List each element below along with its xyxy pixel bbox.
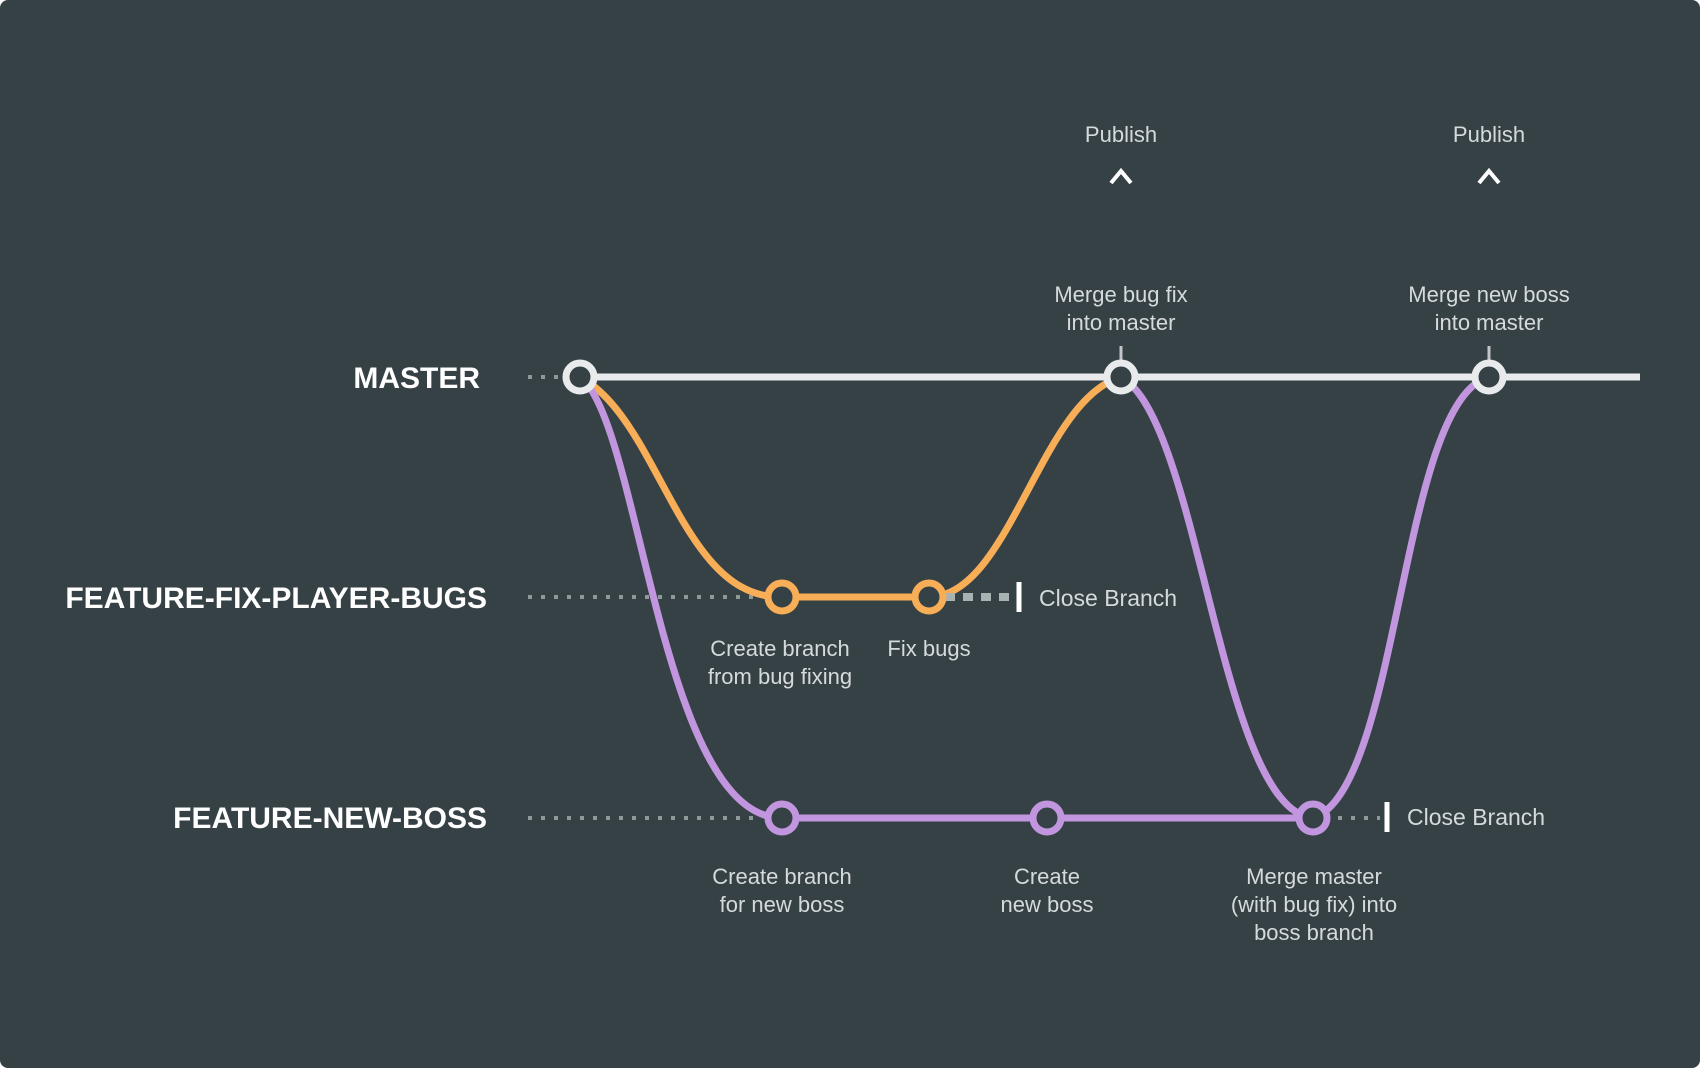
- caption-merge-master-line2: (with bug fix) into: [1231, 892, 1397, 917]
- caption-merge-master-line3: boss branch: [1254, 920, 1374, 945]
- master-merge-bugfix-node: [1103, 359, 1139, 395]
- close-branch-label-bugfix: Close Branch: [1039, 585, 1177, 611]
- publish-arrow-2: [1477, 167, 1501, 362]
- bugfix-create-node: [764, 579, 800, 615]
- bugfix-fix-node: [911, 579, 947, 615]
- caption-fix-bugs: Fix bugs: [887, 636, 970, 661]
- master-merge-boss-node: [1471, 359, 1507, 395]
- caption-merge-master-line1: Merge master: [1246, 864, 1382, 889]
- master-start-node: [562, 359, 598, 395]
- boss-to-master-merge-line: [1311, 373, 1491, 822]
- branch-label-boss: FEATURE-NEW-BOSS: [173, 802, 487, 835]
- boss-branch-line: [577, 374, 1313, 822]
- caption-create-boss-line1: Create branch: [712, 864, 851, 889]
- branch-label-master: MASTER: [353, 362, 480, 395]
- publish-arrow-1: [1109, 167, 1133, 362]
- publish-label-2: Publish: [1453, 122, 1525, 147]
- boss-create-node: [764, 800, 800, 836]
- close-branch-label-boss: Close Branch: [1407, 804, 1545, 830]
- caption-merge-boss-line2: into master: [1435, 310, 1544, 335]
- branch-label-bugfix: FEATURE-FIX-PLAYER-BUGS: [65, 582, 487, 615]
- caption-create-bugfix-line2: from bug fixing: [708, 664, 852, 689]
- bugfix-branch-line: [578, 373, 1123, 601]
- caption-merge-bugfix-line1: Merge bug fix: [1054, 282, 1187, 307]
- caption-merge-bugfix-line2: into master: [1067, 310, 1176, 335]
- publish-label-1: Publish: [1085, 122, 1157, 147]
- boss-new-boss-node: [1029, 800, 1065, 836]
- master-to-boss-merge-line: [1119, 373, 1314, 822]
- caption-new-boss-line2: new boss: [1001, 892, 1094, 917]
- caption-create-boss-line2: for new boss: [720, 892, 845, 917]
- caption-merge-boss-line1: Merge new boss: [1408, 282, 1569, 307]
- master-line-fade: [1560, 373, 1640, 381]
- caption-create-bugfix-line1: Create branch: [710, 636, 849, 661]
- boss-merge-master-node: [1295, 800, 1331, 836]
- caption-new-boss-line1: Create: [1014, 864, 1080, 889]
